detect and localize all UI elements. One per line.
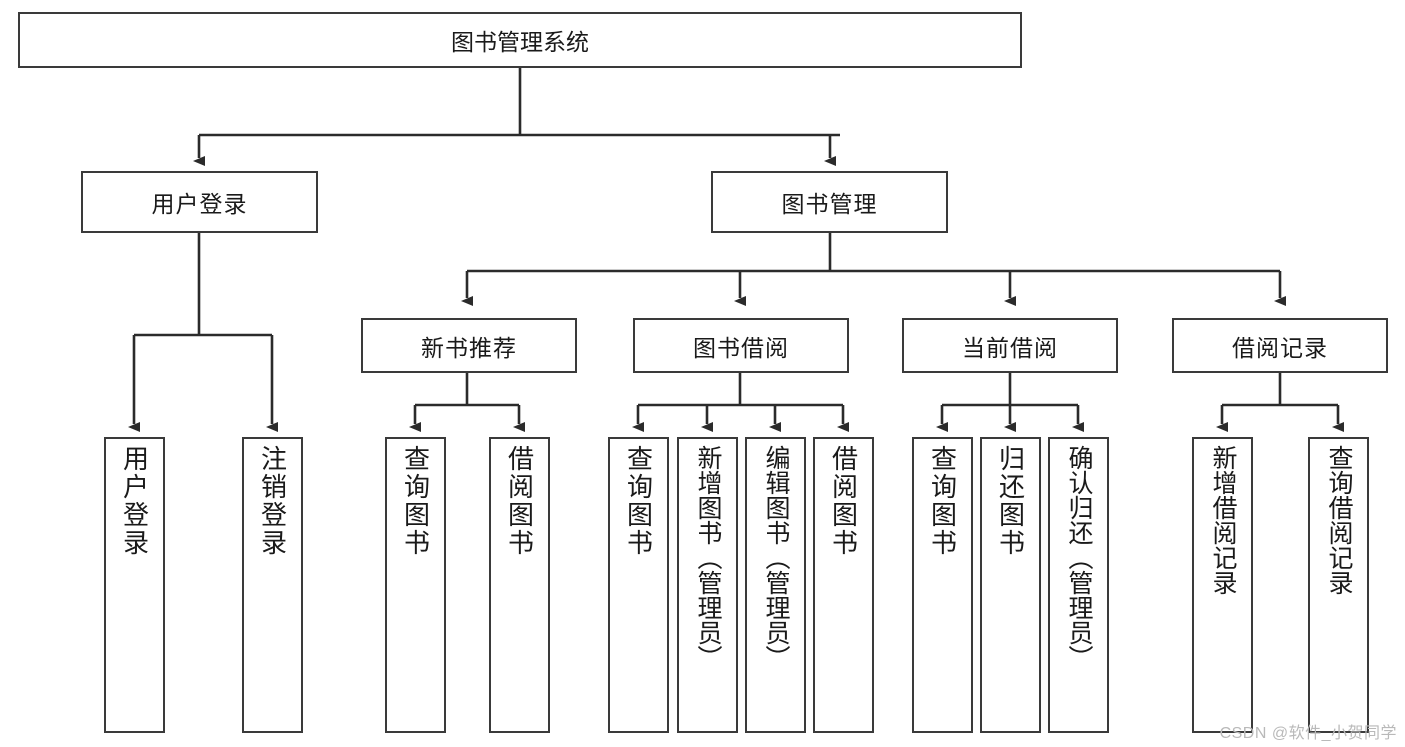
leaf-book-borrow-edit-book-admin[interactable]: 编辑图书（管理员） bbox=[745, 437, 806, 733]
node-label: 图书管理 bbox=[781, 191, 878, 217]
leaf-label: 注销登录 bbox=[257, 445, 288, 557]
leaf-book-borrow-borrow-book[interactable]: 借阅图书 bbox=[813, 437, 874, 733]
node-book-borrow[interactable]: 图书借阅 bbox=[633, 318, 849, 373]
leaf-label: 归还图书 bbox=[995, 445, 1026, 557]
leaf-label: 查询图书 bbox=[400, 445, 431, 557]
node-root-book-management-system[interactable]: 图书管理系统 bbox=[18, 12, 1022, 68]
leaf-current-borrow-confirm-return-admin[interactable]: 确认归还（管理员） bbox=[1048, 437, 1109, 733]
watermark: CSDN @软件_小贺同学 bbox=[1219, 725, 1397, 742]
leaf-label: 借阅图书 bbox=[828, 445, 859, 557]
node-label: 当前借阅 bbox=[962, 334, 1058, 361]
leaf-book-borrow-query-book[interactable]: 查询图书 bbox=[608, 437, 669, 733]
node-label: 用户登录 bbox=[151, 191, 248, 217]
node-book-management[interactable]: 图书管理 bbox=[711, 171, 948, 233]
node-user-login[interactable]: 用户登录 bbox=[81, 171, 318, 233]
node-label: 新书推荐 bbox=[421, 334, 517, 361]
leaf-user-login-logout[interactable]: 注销登录 bbox=[242, 437, 303, 733]
leaf-label: 编辑图书（管理员） bbox=[762, 445, 790, 670]
leaf-user-login-login[interactable]: 用户登录 bbox=[104, 437, 165, 733]
leaf-label: 查询图书 bbox=[623, 445, 654, 557]
node-label: 图书管理系统 bbox=[451, 29, 589, 55]
leaf-current-borrow-return-book[interactable]: 归还图书 bbox=[980, 437, 1041, 733]
node-label: 图书借阅 bbox=[693, 334, 789, 361]
node-borrow-record[interactable]: 借阅记录 bbox=[1172, 318, 1388, 373]
leaf-book-borrow-add-book-admin[interactable]: 新增图书（管理员） bbox=[677, 437, 738, 733]
node-new-book-recommend[interactable]: 新书推荐 bbox=[361, 318, 577, 373]
node-label: 借阅记录 bbox=[1232, 334, 1328, 361]
leaf-label: 确认归还（管理员） bbox=[1065, 445, 1093, 670]
leaf-borrow-record-add-record[interactable]: 新增借阅记录 bbox=[1192, 437, 1253, 733]
leaf-label: 借阅图书 bbox=[504, 445, 535, 557]
leaf-current-borrow-query-book[interactable]: 查询图书 bbox=[912, 437, 973, 733]
leaf-new-book-borrow-book[interactable]: 借阅图书 bbox=[489, 437, 550, 733]
node-current-borrow[interactable]: 当前借阅 bbox=[902, 318, 1118, 373]
leaf-label: 新增图书（管理员） bbox=[694, 445, 722, 670]
leaf-borrow-record-query-record[interactable]: 查询借阅记录 bbox=[1308, 437, 1369, 733]
leaf-label: 用户登录 bbox=[119, 445, 150, 557]
leaf-label: 新增借阅记录 bbox=[1209, 445, 1237, 595]
leaf-label: 查询借阅记录 bbox=[1325, 445, 1353, 595]
leaf-new-book-query-book[interactable]: 查询图书 bbox=[385, 437, 446, 733]
leaf-label: 查询图书 bbox=[927, 445, 958, 557]
